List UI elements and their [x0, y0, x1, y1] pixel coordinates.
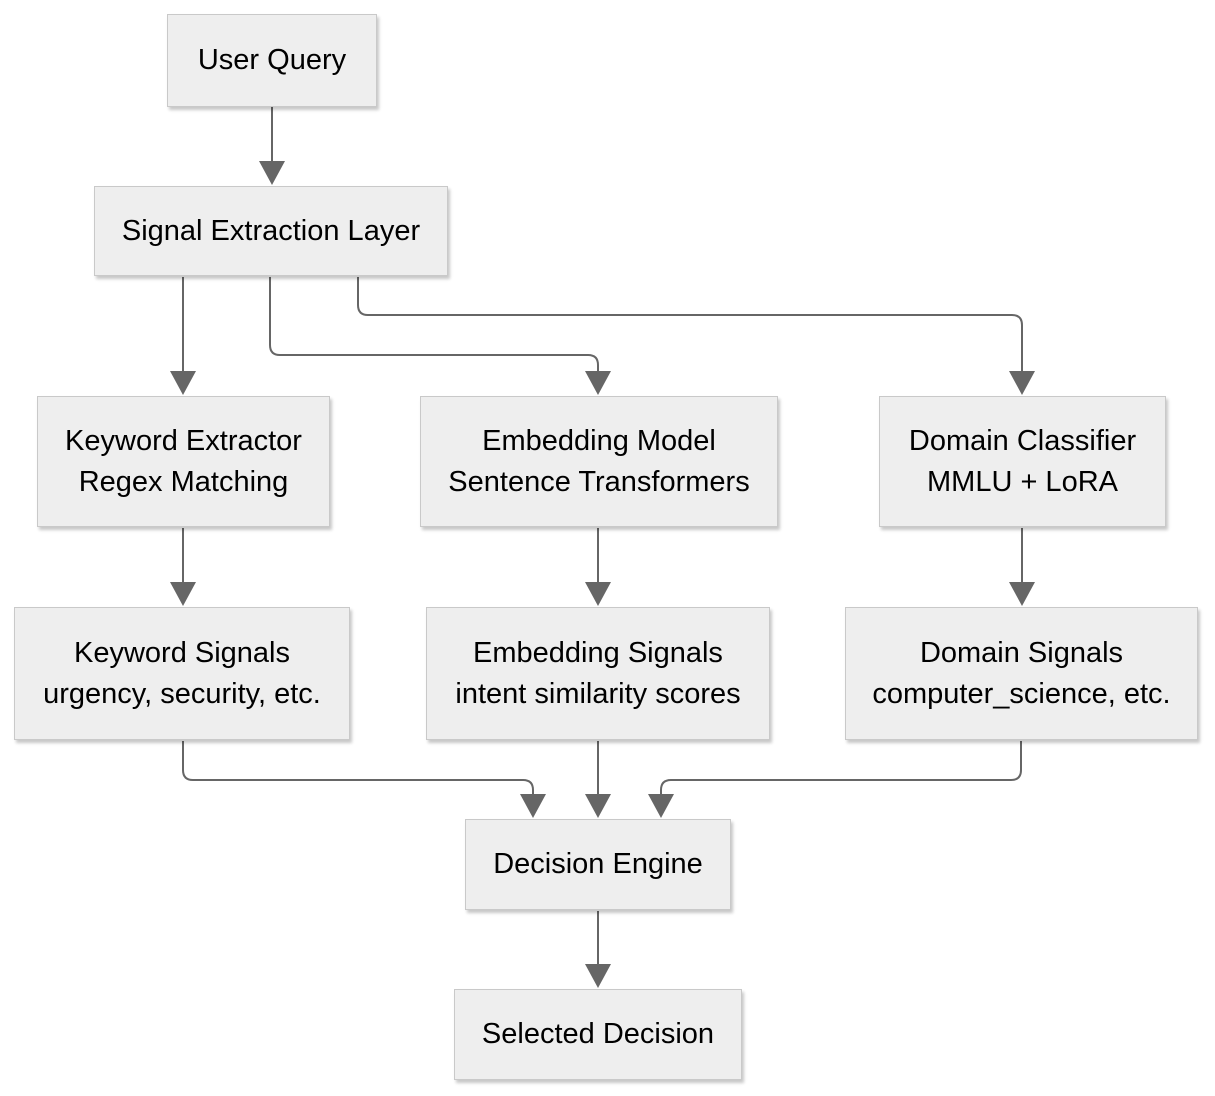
node-title: Keyword Extractor	[65, 424, 302, 457]
node-keyword-extractor: Keyword Extractor Regex Matching	[37, 396, 330, 527]
node-decision-engine: Decision Engine	[465, 819, 731, 910]
arrowhead-domain-classifier	[1009, 371, 1035, 395]
node-signal-extraction-layer: Signal Extraction Layer	[94, 186, 448, 276]
node-embedding-model: Embedding Model Sentence Transformers	[420, 396, 778, 527]
edge-keyword-signals-to-decision-engine	[182, 741, 534, 794]
arrowhead-decision-engine-right	[648, 794, 674, 818]
arrowhead-keyword-signals	[170, 582, 196, 606]
node-subtitle: MMLU + LoRA	[927, 465, 1118, 498]
node-subtitle: Sentence Transformers	[448, 465, 750, 498]
node-selected-decision: Selected Decision	[454, 989, 742, 1080]
node-subtitle: urgency, security, etc.	[43, 677, 321, 710]
node-title: Selected Decision	[481, 1018, 715, 1050]
arrowhead-domain-signals	[1009, 582, 1035, 606]
arrowhead-embedding-signals	[585, 582, 611, 606]
arrowhead-keyword-extractor	[170, 371, 196, 395]
node-subtitle: intent similarity scores	[455, 677, 741, 710]
node-subtitle: Regex Matching	[78, 465, 289, 498]
node-keyword-signals: Keyword Signals urgency, security, etc.	[14, 607, 350, 740]
node-user-query: User Query	[167, 14, 377, 107]
node-title: Decision Engine	[493, 848, 703, 880]
edge-signal-extraction-to-embedding-model	[269, 277, 599, 371]
arrowhead-decision-engine-left	[520, 794, 546, 818]
edge-signal-extraction-to-domain-classifier	[357, 277, 1023, 371]
node-domain-classifier: Domain Classifier MMLU + LoRA	[879, 396, 1166, 527]
node-title: Embedding Model	[482, 424, 716, 457]
node-embedding-signals: Embedding Signals intent similarity scor…	[426, 607, 770, 740]
node-title: Embedding Signals	[473, 636, 723, 669]
node-title: User Query	[197, 44, 347, 76]
arrowhead-signal-extraction	[259, 161, 285, 185]
node-title: Signal Extraction Layer	[121, 214, 421, 247]
node-title: Domain Classifier	[908, 424, 1137, 457]
arrowhead-embedding-model	[585, 371, 611, 395]
node-subtitle: computer_science, etc.	[872, 677, 1171, 710]
arrowhead-decision-engine-center	[585, 794, 611, 818]
arrowhead-selected-decision	[585, 964, 611, 988]
node-title: Domain Signals	[919, 636, 1124, 669]
node-title: Keyword Signals	[74, 636, 290, 669]
edge-domain-signals-to-decision-engine	[660, 741, 1022, 794]
node-domain-signals: Domain Signals computer_science, etc.	[845, 607, 1198, 740]
